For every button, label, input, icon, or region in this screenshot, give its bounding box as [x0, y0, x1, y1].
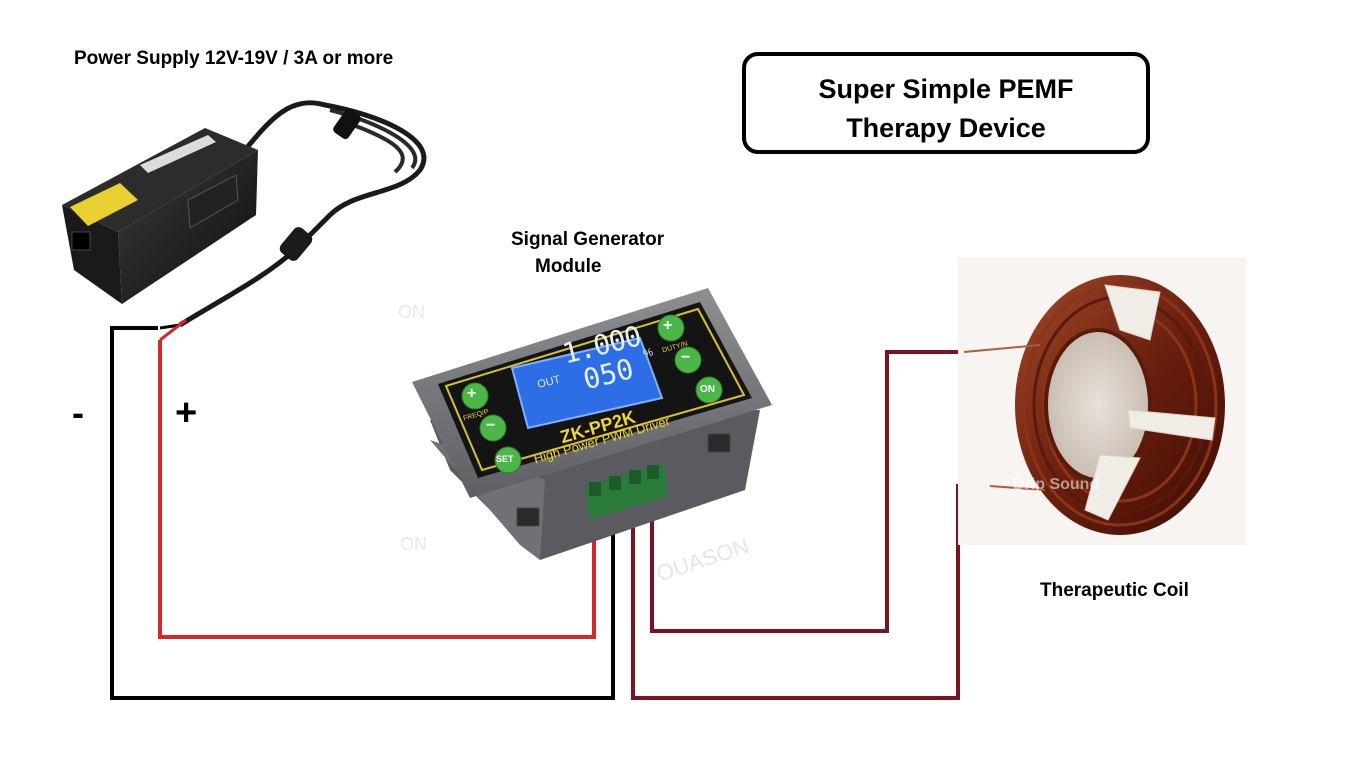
lcd-out-label: OUT	[536, 373, 562, 391]
freq-minus-button: −	[486, 417, 496, 434]
power-supply-label: Power Supply 12V-19V / 3A or more	[74, 48, 394, 69]
coil-image	[958, 257, 1246, 545]
wire-coil-1	[650, 350, 964, 633]
signal-generator-image: ON ON OUASON	[398, 288, 772, 586]
lcd-percent-sign: %	[641, 346, 655, 361]
svg-text:ON: ON	[400, 534, 427, 554]
svg-text:ON: ON	[398, 302, 425, 322]
signal-generator-label: Signal Generator Module	[511, 226, 664, 280]
title-line2: Therapy Device	[846, 113, 1046, 143]
title-box: Super Simple PEMF Therapy Device	[742, 52, 1150, 154]
power-supply-image	[62, 100, 427, 342]
coil-watermark: Drip Sound	[1013, 476, 1100, 493]
wire-negative-black	[110, 326, 615, 700]
wire-positive-red	[158, 340, 596, 639]
set-button: SET	[496, 454, 514, 464]
on-button: ON	[700, 384, 715, 395]
duty-minus-button: −	[681, 349, 691, 366]
svg-text:OUASON: OUASON	[653, 533, 751, 586]
positive-polarity-label: +	[175, 392, 198, 434]
therapeutic-coil-label: Therapeutic Coil	[1040, 580, 1189, 601]
freq-plus-button: +	[467, 385, 477, 402]
negative-polarity-label: -	[72, 392, 84, 433]
title-line1: Super Simple PEMF	[818, 74, 1074, 104]
duty-plus-button: +	[663, 317, 673, 334]
wire-coil-2	[631, 480, 990, 700]
power-cable	[178, 100, 427, 328]
signal-generator-label-line1: Signal Generator	[511, 229, 665, 250]
signal-generator-label-line2: Module	[535, 256, 602, 277]
